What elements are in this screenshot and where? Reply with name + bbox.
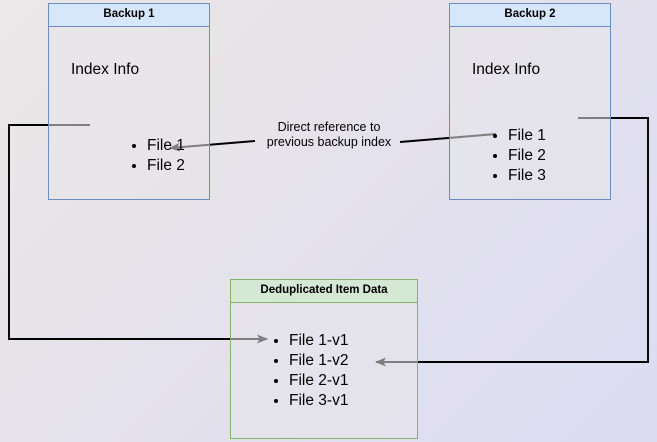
backup-2-box[interactable]: Backup 2 Index Info File 1 File 2 File 3 <box>449 3 611 200</box>
backup-1-box[interactable]: Backup 1 Index Info File 1 File 2 <box>48 3 210 200</box>
backup-2-header: Backup 2 <box>450 4 610 27</box>
list-item: File 1-v1 <box>289 331 348 351</box>
list-item: File 2-v1 <box>289 371 348 391</box>
backup-1-file-list: File 1 File 2 <box>131 136 185 176</box>
direct-reference-annotation: Direct reference to previous backup inde… <box>266 120 392 149</box>
backup-1-header: Backup 1 <box>49 4 209 27</box>
deduplicated-item-data-body: File 1-v1 File 1-v2 File 2-v1 File 3-v1 <box>231 303 417 438</box>
backup-2-body: Index Info File 1 File 2 File 3 <box>450 27 610 199</box>
backup-2-index-info-label: Index Info <box>472 61 541 78</box>
list-item: File 2 <box>147 156 185 176</box>
list-item: File 3 <box>508 166 546 186</box>
list-item: File 1-v2 <box>289 351 348 371</box>
deduplicated-item-data-box[interactable]: Deduplicated Item Data File 1-v1 File 1-… <box>230 279 418 439</box>
list-item: File 1 <box>508 126 546 146</box>
deduplicated-item-data-header: Deduplicated Item Data <box>231 280 417 303</box>
backup-1-index-info-label: Index Info <box>71 61 140 78</box>
list-item: File 2 <box>508 146 546 166</box>
deduplicated-item-list: File 1-v1 File 1-v2 File 2-v1 File 3-v1 <box>273 331 348 411</box>
backup-1-body: Index Info File 1 File 2 <box>49 27 209 199</box>
backup-2-file-list: File 1 File 2 File 3 <box>492 126 546 186</box>
list-item: File 3-v1 <box>289 391 348 411</box>
list-item: File 1 <box>147 136 185 156</box>
